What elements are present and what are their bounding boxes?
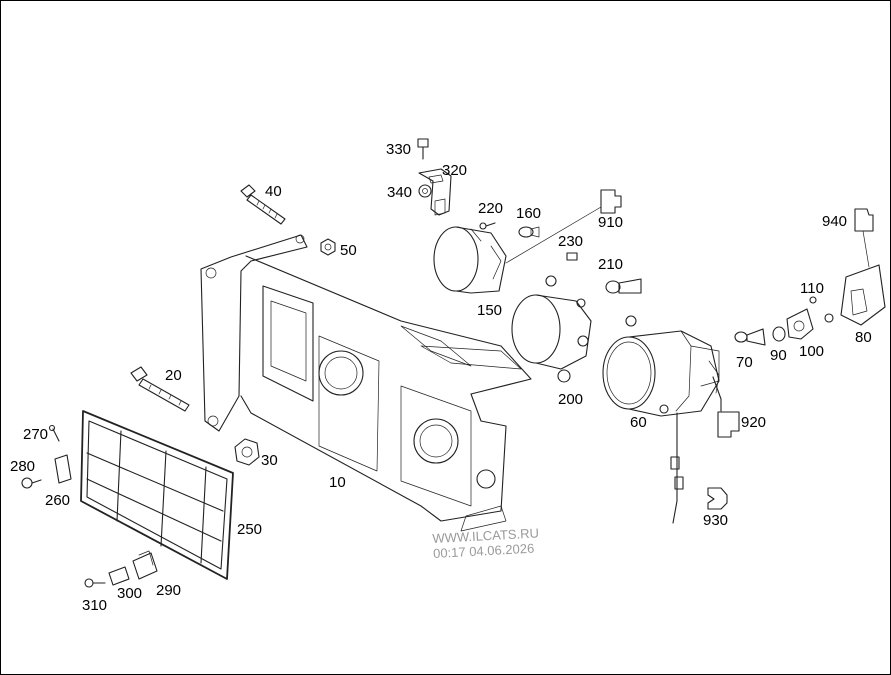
part-100-socket[interactable] [786, 308, 814, 340]
callout-940[interactable]: 940 [822, 213, 848, 230]
part-300-plate[interactable] [108, 566, 130, 586]
part-30-nut[interactable] [234, 438, 260, 466]
part-210-bulb[interactable] [605, 278, 642, 294]
part-340-nut[interactable] [418, 184, 432, 198]
part-50-nut[interactable] [320, 238, 336, 256]
part-220-screw[interactable] [479, 222, 496, 230]
callout-230[interactable]: 230 [558, 233, 584, 250]
callout-250[interactable]: 250 [237, 521, 263, 538]
callout-100[interactable]: 100 [799, 343, 825, 360]
callout-40[interactable]: 40 [265, 183, 282, 200]
callout-910[interactable]: 910 [598, 214, 624, 231]
part-280-screw[interactable] [21, 477, 42, 489]
callout-340[interactable]: 340 [387, 184, 413, 201]
part-200-lamp[interactable] [511, 275, 592, 383]
part-20-bolt[interactable] [130, 366, 190, 412]
callout-330[interactable]: 330 [386, 141, 412, 158]
part-60-lamp[interactable] [602, 315, 720, 417]
callout-290[interactable]: 290 [156, 582, 182, 599]
part-230-bulb[interactable] [566, 252, 578, 261]
part-160-bulb[interactable] [518, 226, 540, 238]
part-320-bracket[interactable] [418, 168, 452, 216]
callout-150[interactable]: 150 [477, 302, 503, 319]
callout-80[interactable]: 80 [855, 329, 872, 346]
callout-270[interactable]: 270 [23, 426, 49, 443]
callout-220[interactable]: 220 [478, 200, 504, 217]
part-70-bulb[interactable] [734, 328, 766, 346]
part-310-screw[interactable] [84, 578, 106, 588]
connector-910-symbol[interactable] [505, 189, 622, 264]
part-90-socket[interactable] [772, 326, 786, 342]
part-330-bolt[interactable] [417, 138, 429, 160]
connector-920-symbol[interactable] [717, 411, 740, 438]
callout-200[interactable]: 200 [558, 391, 584, 408]
callout-10[interactable]: 10 [329, 474, 346, 491]
callout-310[interactable]: 310 [82, 597, 108, 614]
callout-70[interactable]: 70 [736, 354, 753, 371]
callout-210[interactable]: 210 [598, 256, 624, 273]
part-270-screw[interactable] [48, 424, 60, 442]
cable-60 [670, 376, 722, 524]
callout-20[interactable]: 20 [165, 367, 182, 384]
part-40-bolt[interactable] [240, 184, 286, 225]
callout-160[interactable]: 160 [516, 205, 542, 222]
callout-320[interactable]: 320 [442, 162, 468, 179]
callout-50[interactable]: 50 [340, 242, 357, 259]
part-10-bracket[interactable] [200, 234, 532, 532]
callout-260[interactable]: 260 [45, 492, 71, 509]
connector-940-symbol[interactable] [854, 208, 874, 268]
part-150-lamp[interactable] [433, 226, 507, 294]
callout-60[interactable]: 60 [630, 414, 647, 431]
callout-30[interactable]: 30 [261, 452, 278, 469]
part-80-lamp[interactable] [824, 264, 886, 326]
callout-930[interactable]: 930 [703, 512, 729, 529]
part-290-clip[interactable] [132, 550, 158, 580]
connector-930-symbol[interactable] [707, 487, 728, 510]
part-260-clip[interactable] [54, 454, 72, 484]
part-110-screw[interactable] [809, 296, 817, 304]
part-250-grille[interactable] [80, 410, 234, 580]
callout-920[interactable]: 920 [741, 414, 767, 431]
watermark: WWW.ILCATS.RU 00:17 04.06.2026 [432, 525, 540, 561]
callout-90[interactable]: 90 [770, 347, 787, 364]
callout-280[interactable]: 280 [10, 458, 36, 475]
callout-110[interactable]: 110 [800, 280, 824, 297]
callout-300[interactable]: 300 [117, 585, 143, 602]
